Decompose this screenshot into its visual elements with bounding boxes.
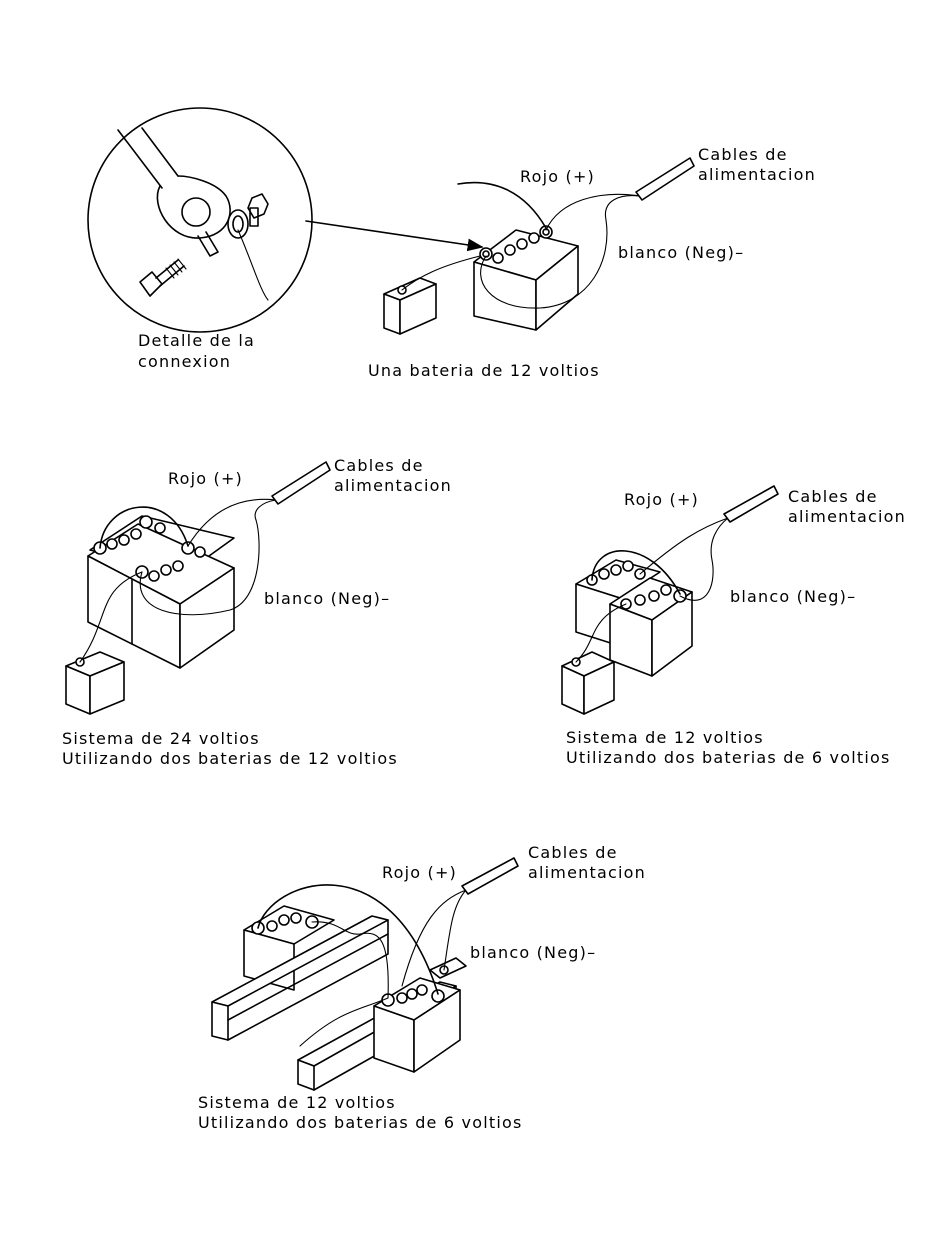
ground-cable — [401, 255, 481, 291]
red-cable — [99, 506, 189, 549]
caption-single-12v: Una bateria de 12 voltios — [368, 361, 600, 380]
cable-sleeve — [461, 857, 519, 895]
chassis-bracket — [65, 651, 125, 715]
cables-label-line2: alimentacion — [698, 165, 816, 184]
detail-leader-arrow — [305, 220, 484, 252]
cables-label-line1: Cables de — [698, 145, 788, 164]
red-label: Rojo (+) — [624, 490, 699, 509]
12v-two-6v-frame-mounted-diagram: Rojo (+) Cables de alimentacion blanco (… — [198, 843, 646, 1132]
cable-sleeve — [271, 461, 331, 505]
24v-two-12v-batteries-diagram: Rojo (+) Cables de alimentacion blanco (… — [62, 456, 452, 768]
single-12v-battery-diagram: Detalle de la connexion — [87, 107, 816, 380]
battery-12v — [473, 225, 579, 331]
detail-label-line1: Detalle de la — [138, 331, 255, 350]
cables-label-line2: alimentacion — [788, 507, 906, 526]
caption-line2: Utilizando dos baterias de 12 voltios — [62, 749, 398, 768]
red-label: Rojo (+) — [520, 167, 595, 186]
caption-line1: Sistema de 12 voltios — [198, 1093, 396, 1112]
connection-detail-circle — [87, 107, 313, 333]
power-cable-neg — [480, 195, 641, 309]
neg-label: blanco (Neg)– — [618, 243, 744, 262]
power-cable-pos — [545, 193, 641, 231]
ground-cable — [575, 603, 627, 663]
red-label: Rojo (+) — [168, 469, 243, 488]
cables-label-line1: Cables de — [788, 487, 878, 506]
neg-label: blanco (Neg)– — [264, 589, 390, 608]
cables-label-line1: Cables de — [528, 843, 618, 862]
red-cable — [257, 884, 439, 995]
cables-label-line1: Cables de — [334, 456, 424, 475]
red-cable — [457, 181, 547, 229]
neg-label: blanco (Neg)– — [470, 943, 596, 962]
caption-line2: Utilizando dos baterias de 6 voltios — [566, 748, 891, 767]
cable-sleeve — [635, 157, 695, 201]
ground-cable — [79, 571, 143, 663]
12v-two-6v-batteries-diagram: Rojo (+) Cables de alimentacion blanco (… — [561, 485, 906, 767]
cables-label-line2: alimentacion — [528, 863, 646, 882]
cables-label-line2: alimentacion — [334, 476, 452, 495]
chassis-bracket — [561, 651, 615, 715]
cable-sleeve — [723, 485, 779, 523]
caption-line1: Sistema de 12 voltios — [566, 728, 764, 747]
caption-line2: Utilizando dos baterias de 6 voltios — [198, 1113, 523, 1132]
caption-line1: Sistema de 24 voltios — [62, 729, 260, 748]
chassis-bracket — [383, 277, 437, 335]
red-cable — [591, 550, 681, 595]
red-label: Rojo (+) — [382, 863, 457, 882]
detail-label-line2: connexion — [138, 352, 231, 371]
neg-label: blanco (Neg)– — [730, 587, 856, 606]
